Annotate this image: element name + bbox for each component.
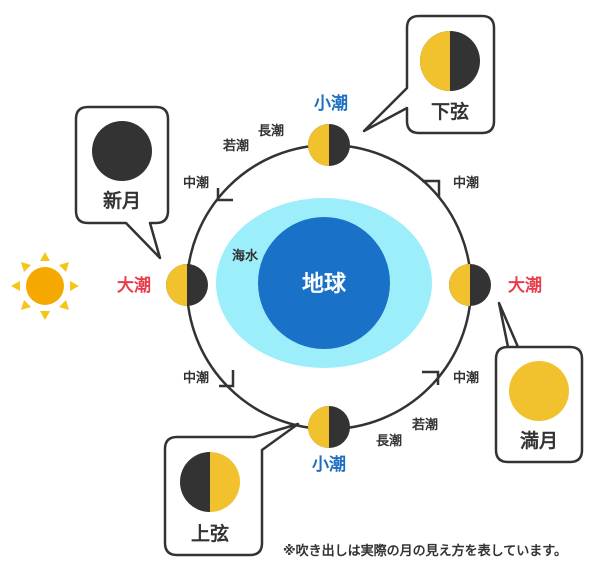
orbit-arrow-icon bbox=[422, 179, 441, 198]
moon-phase-icon bbox=[420, 31, 480, 91]
neap-tide-top-label: 小潮 bbox=[314, 93, 348, 114]
spring-tide-right-label: 大潮 bbox=[508, 275, 542, 296]
earth bbox=[258, 217, 390, 349]
moon-phase-icon bbox=[166, 264, 208, 306]
spring-tide-left-label: 大潮 bbox=[117, 275, 151, 296]
long-tide-bottom-label: 長潮 bbox=[376, 433, 402, 449]
moon-phase-icon bbox=[449, 264, 491, 306]
callout-full-moon: 満月 bbox=[494, 301, 584, 464]
callout-third-quarter-label: 下弦 bbox=[431, 100, 469, 123]
orbit-arrow-icon bbox=[219, 370, 235, 388]
moon-phase-icon bbox=[180, 452, 240, 512]
young-tide-top-label: 若潮 bbox=[222, 138, 249, 154]
sun-icon bbox=[11, 252, 79, 320]
neap-tide-bottom-label: 小潮 bbox=[312, 454, 346, 475]
long-tide-top-label: 長潮 bbox=[258, 123, 284, 139]
orbit-arrow-icon bbox=[422, 370, 440, 385]
moon-phase-icon bbox=[308, 124, 350, 166]
orbit-arrow-icon bbox=[216, 188, 233, 202]
middle-tide-lower-right-label: 中潮 bbox=[453, 370, 479, 386]
callout-new-moon: 新月 bbox=[74, 105, 170, 260]
callout-first-quarter-label: 上弦 bbox=[191, 522, 229, 545]
middle-tide-upper-right-label: 中潮 bbox=[453, 175, 479, 191]
footnote: ※吹き出しは実際の月の見え方を表しています。 bbox=[283, 543, 567, 559]
moon-phase-icon bbox=[92, 121, 152, 181]
callout-third-quarter: 下弦 bbox=[362, 14, 496, 135]
young-tide-bottom-label: 若潮 bbox=[411, 417, 438, 433]
callout-full-moon-label: 満月 bbox=[520, 430, 558, 452]
moon-phase-icon bbox=[308, 406, 350, 448]
middle-tide-upper-left-label: 中潮 bbox=[183, 175, 209, 191]
moon-phase-icon bbox=[509, 361, 569, 421]
callout-first-quarter: 上弦 bbox=[163, 422, 300, 557]
sea-label: 海水 bbox=[232, 248, 259, 264]
middle-tide-lower-left-label: 中潮 bbox=[183, 370, 209, 386]
earth-label: 地球 bbox=[302, 272, 347, 297]
callout-new-moon-label: 新月 bbox=[103, 189, 141, 212]
